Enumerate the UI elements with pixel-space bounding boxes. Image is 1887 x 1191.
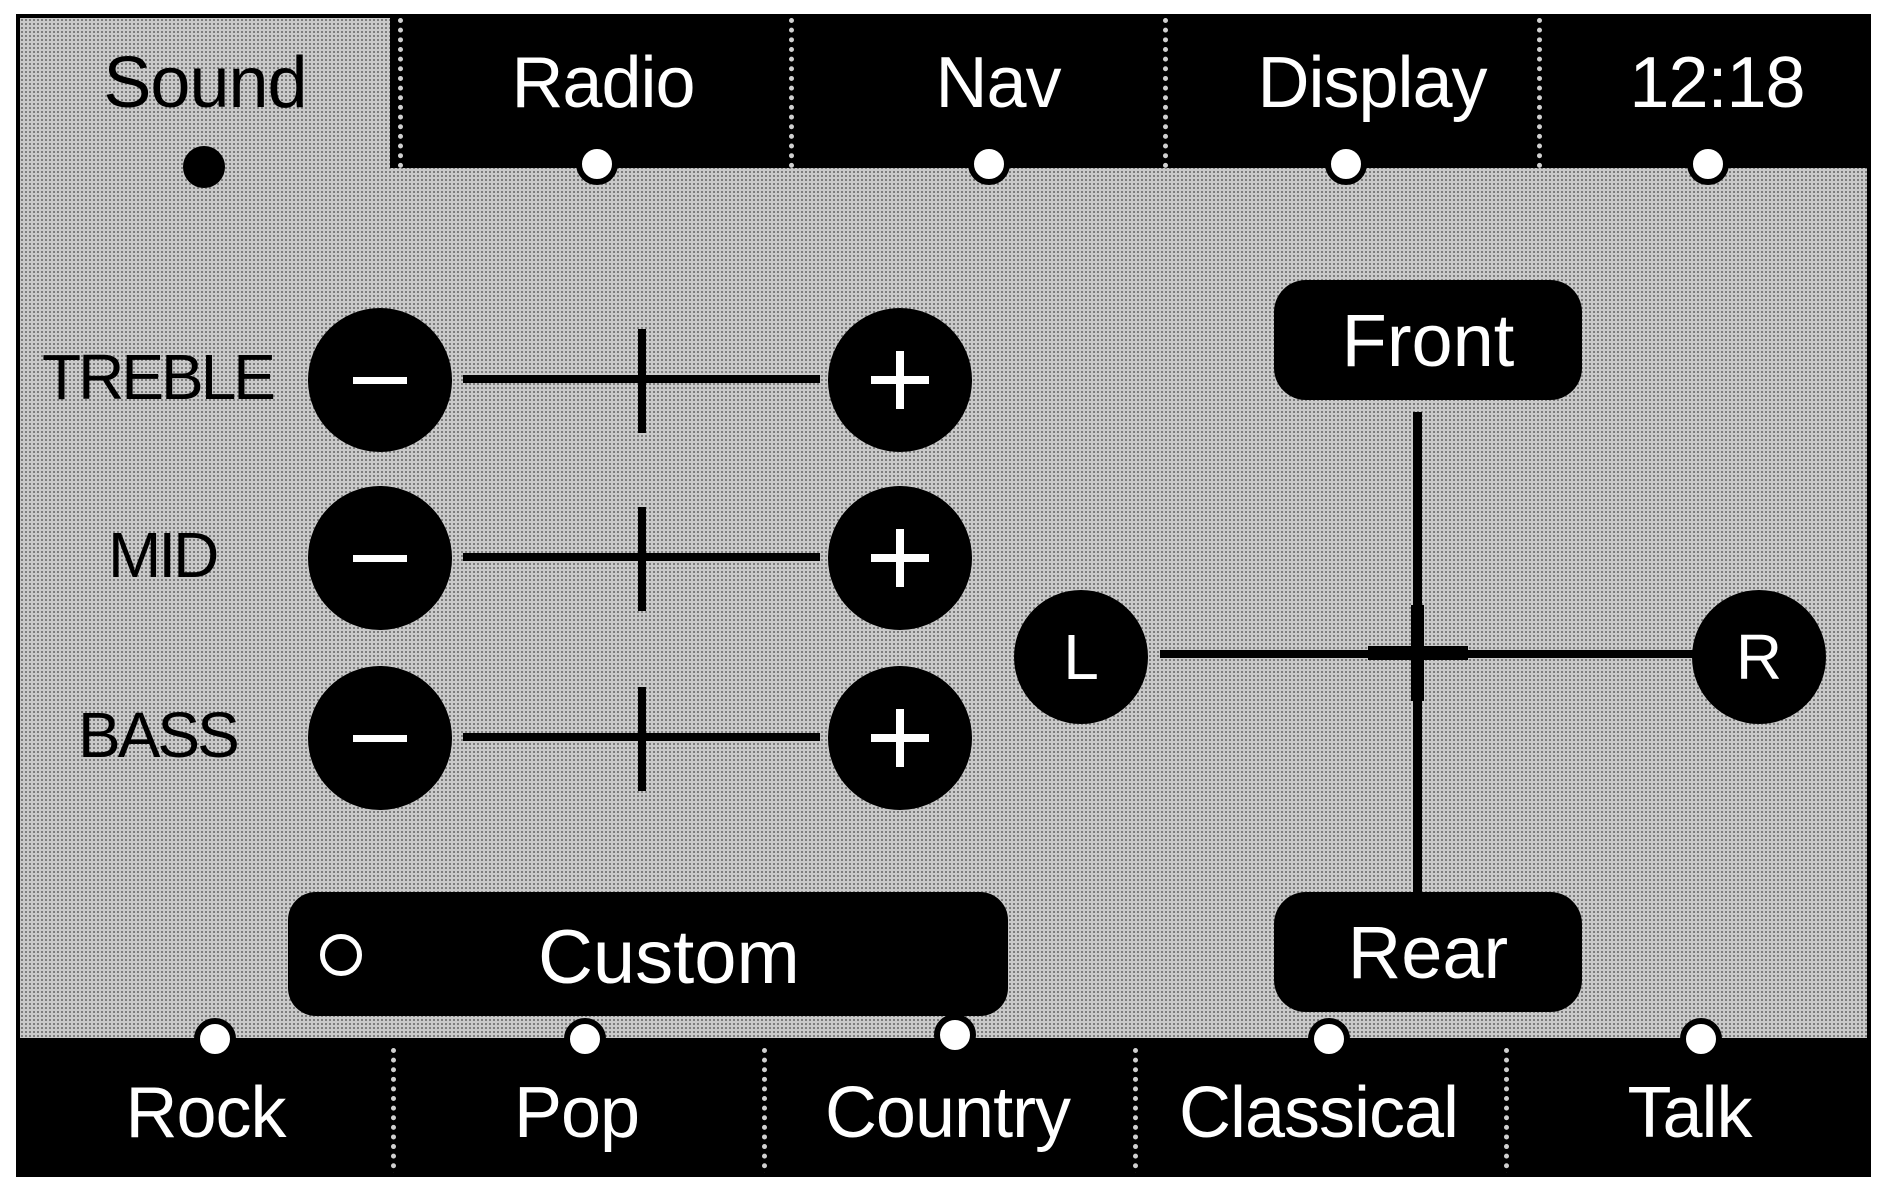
balance-left-label: L — [1063, 621, 1099, 693]
preset-pop-label: Pop — [513, 1073, 640, 1153]
tab-nav[interactable]: Nav — [811, 18, 1185, 168]
treble-increase-button[interactable] — [828, 308, 972, 452]
preset-rock[interactable]: Rock — [20, 1038, 391, 1173]
preset-separator — [1504, 1048, 1509, 1173]
treble-slider-handle[interactable] — [638, 329, 646, 433]
preset-separator — [762, 1048, 767, 1173]
preset-talk[interactable]: Talk — [1504, 1038, 1867, 1173]
preset-country[interactable]: Country — [762, 1038, 1133, 1173]
bass-slider-handle[interactable] — [638, 687, 646, 791]
sound-settings-screen: Sound Radio Nav Display 12:18 TREBLE MID… — [16, 14, 1871, 1177]
preset-country-indicator-icon — [934, 1014, 976, 1056]
plus-icon — [871, 529, 929, 587]
preset-classical[interactable]: Classical — [1133, 1038, 1504, 1173]
preset-pop-indicator-icon — [564, 1018, 606, 1060]
mid-decrease-button[interactable] — [308, 486, 452, 630]
preset-classical-indicator-icon — [1308, 1018, 1350, 1060]
minus-icon — [353, 376, 407, 384]
bass-increase-button[interactable] — [828, 666, 972, 810]
treble-decrease-button[interactable] — [308, 308, 452, 452]
bass-decrease-button[interactable] — [308, 666, 452, 810]
tab-sound-indicator-icon — [183, 146, 225, 188]
tab-nav-label: Nav — [935, 43, 1061, 123]
balance-fade-crosshair-handle[interactable] — [1411, 605, 1424, 701]
clock-indicator-icon — [1687, 143, 1729, 185]
plus-icon — [871, 351, 929, 409]
tab-sound[interactable]: Sound — [20, 18, 390, 168]
balance-right-button[interactable]: R — [1692, 590, 1826, 724]
balance-left-button[interactable]: L — [1014, 590, 1148, 724]
custom-preset-bar[interactable]: Custom — [288, 892, 1008, 1016]
tab-separator — [789, 18, 794, 168]
treble-label: TREBLE — [42, 341, 276, 413]
mid-increase-button[interactable] — [828, 486, 972, 630]
minus-icon — [353, 554, 407, 562]
preset-pop[interactable]: Pop — [391, 1038, 762, 1173]
preset-separator — [391, 1048, 396, 1173]
tab-display-label: Display — [1257, 43, 1487, 123]
tab-sound-label: Sound — [103, 43, 307, 123]
preset-classical-label: Classical — [1178, 1073, 1459, 1153]
fade-front-button[interactable]: Front — [1274, 280, 1582, 400]
preset-talk-label: Talk — [1627, 1073, 1752, 1153]
fade-rear-label: Rear — [1347, 910, 1509, 994]
tab-radio-label: Radio — [511, 43, 695, 123]
tab-radio-indicator-icon — [576, 143, 618, 185]
preset-country-label: Country — [824, 1073, 1071, 1153]
preset-bar: Rock Pop Country Classical Talk — [20, 1038, 1867, 1173]
custom-label: Custom — [538, 915, 800, 1000]
tab-separator — [398, 18, 403, 168]
preset-rock-label: Rock — [125, 1073, 286, 1153]
mid-label: MID — [108, 519, 219, 591]
radio-dot-icon — [320, 934, 362, 976]
tab-display[interactable]: Display — [1185, 18, 1559, 168]
tab-separator — [1537, 18, 1542, 168]
clock-tab[interactable]: 12:18 — [1559, 18, 1867, 168]
tab-nav-indicator-icon — [968, 143, 1010, 185]
fade-front-label: Front — [1341, 298, 1515, 382]
tab-separator — [1163, 18, 1168, 168]
mid-slider-handle[interactable] — [638, 507, 646, 611]
tab-display-indicator-icon — [1325, 143, 1367, 185]
balance-right-label: R — [1735, 621, 1783, 693]
plus-icon — [871, 709, 929, 767]
clock-display: 12:18 — [1629, 43, 1805, 123]
fade-rear-button[interactable]: Rear — [1274, 892, 1582, 1012]
preset-rock-indicator-icon — [194, 1018, 236, 1060]
minus-icon — [353, 734, 407, 742]
preset-talk-indicator-icon — [1680, 1018, 1722, 1060]
preset-separator — [1133, 1048, 1138, 1173]
bass-label: BASS — [78, 699, 240, 771]
